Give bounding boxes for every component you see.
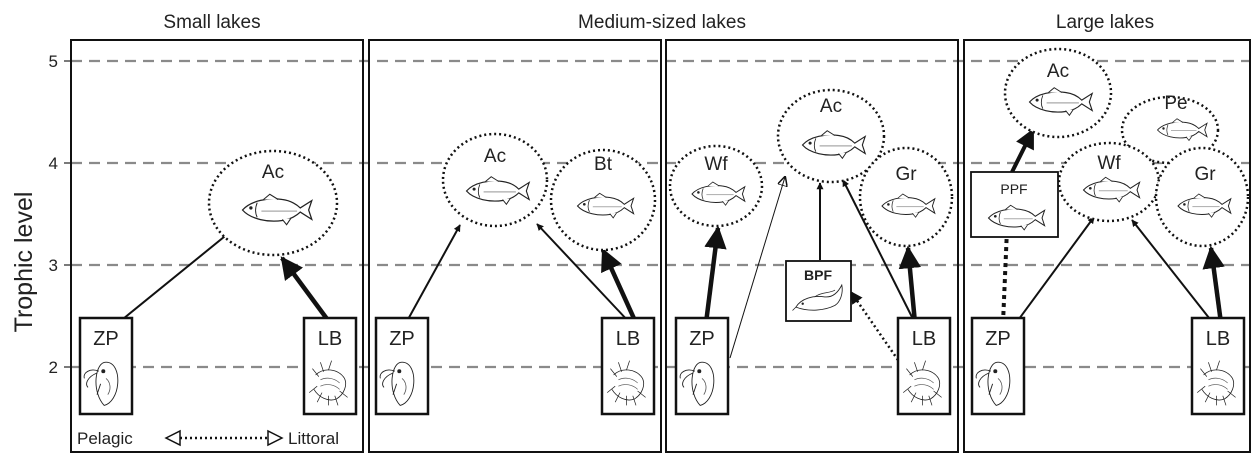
node-small-lakes-lb: LB [302, 316, 358, 416]
group-title-medium-lakes: Medium-sized lakes [578, 12, 746, 33]
arrow-lb-to-gr [1202, 245, 1225, 324]
arrow-lb-to-ac [842, 179, 916, 324]
node-large-wf: Wf [1057, 141, 1161, 223]
y-tick-label: 5 [49, 52, 58, 71]
y-axis-label: Trophic level [10, 192, 38, 333]
node-large-ppf: PPF [970, 171, 1059, 238]
node-medium-b-ac: Ac [776, 88, 886, 184]
node-medium-b-gr: Gr [858, 146, 954, 248]
svg-text:Ac: Ac [262, 162, 284, 183]
y-tick-labels: 5 4 3 2 [49, 52, 71, 377]
y-tick-label: 3 [49, 256, 58, 275]
node-large-pe: Pe [1120, 93, 1220, 165]
group-title-large-lakes: Large lakes [1056, 12, 1154, 33]
arrow-lb-to-gr [898, 245, 922, 324]
svg-text:Ac: Ac [820, 96, 842, 117]
arrow-zp-to-wf [703, 225, 727, 324]
arrow-zp-to-wf [1015, 216, 1095, 324]
node-medium-b-zp: ZP [674, 316, 730, 416]
svg-text:Pe: Pe [1164, 93, 1187, 114]
y-tick-label: 4 [49, 154, 58, 173]
arrow-lb-to-ac [536, 223, 631, 324]
svg-text:ZP: ZP [689, 328, 715, 350]
svg-text:Ac: Ac [1047, 61, 1069, 82]
node-medium-b-wf: Wf [668, 144, 764, 228]
node-large-ac: Ac [1003, 47, 1113, 139]
node-medium-a-lb: LB [600, 316, 656, 416]
arrow-lb-to-bpf [849, 290, 900, 361]
svg-text:ZP: ZP [985, 328, 1011, 350]
node-small-lakes-zp: ZP [78, 316, 134, 416]
svg-text:Wf: Wf [1097, 153, 1121, 174]
svg-text:ZP: ZP [389, 328, 415, 350]
svg-text:PPF: PPF [1000, 181, 1027, 197]
arrow-zp-to-ac [405, 224, 461, 324]
arrow-zp-to-ac [729, 177, 785, 359]
arrow-lb-to-wf [1131, 219, 1214, 324]
svg-text:Ac: Ac [484, 146, 506, 167]
node-large-zp: ZP [970, 316, 1026, 416]
svg-text:LB: LB [1206, 328, 1230, 350]
node-medium-b-bpf: BPF [785, 260, 852, 322]
svg-text:Gr: Gr [1194, 164, 1216, 185]
panel-large-lakes [963, 39, 1251, 453]
node-medium-a-bt: Bt [549, 148, 657, 252]
arrow-ppf-to-ac [1010, 128, 1035, 173]
node-small-lakes-ac: Ac [207, 149, 339, 257]
y-tick-label: 2 [49, 358, 58, 377]
svg-text:BPF: BPF [804, 267, 832, 283]
legend-arrowhead-right [267, 429, 284, 447]
panel-small-lakes [70, 39, 364, 453]
legend-littoral-label: Littoral [288, 429, 339, 448]
svg-text:LB: LB [318, 328, 342, 350]
panel-medium-lakes-a [368, 39, 662, 453]
svg-text:Bt: Bt [594, 154, 613, 175]
y-axis: Trophic level [10, 192, 38, 333]
arrow-zp-to-ac [117, 227, 236, 324]
svg-text:LB: LB [616, 328, 640, 350]
node-medium-a-zp: ZP [374, 316, 430, 416]
legend-pelagic-label: Pelagic [77, 429, 133, 448]
node-medium-b-lb: LB [896, 316, 952, 416]
svg-text:Wf: Wf [704, 154, 728, 175]
panel-medium-lakes-b [665, 39, 959, 453]
svg-text:Gr: Gr [895, 164, 917, 185]
node-large-lb: LB [1190, 316, 1246, 416]
node-medium-a-ac: Ac [441, 132, 549, 228]
arrow-lb-to-ac [280, 256, 332, 325]
group-title-small-lakes: Small lakes [163, 12, 260, 33]
svg-text:ZP: ZP [93, 328, 119, 350]
svg-text:LB: LB [912, 328, 936, 350]
arrow-lb-to-bt [600, 247, 639, 324]
legend-arrowhead-left [164, 429, 181, 447]
habitat-legend: Pelagic Littoral [77, 429, 339, 448]
node-large-gr: Gr [1154, 146, 1250, 248]
